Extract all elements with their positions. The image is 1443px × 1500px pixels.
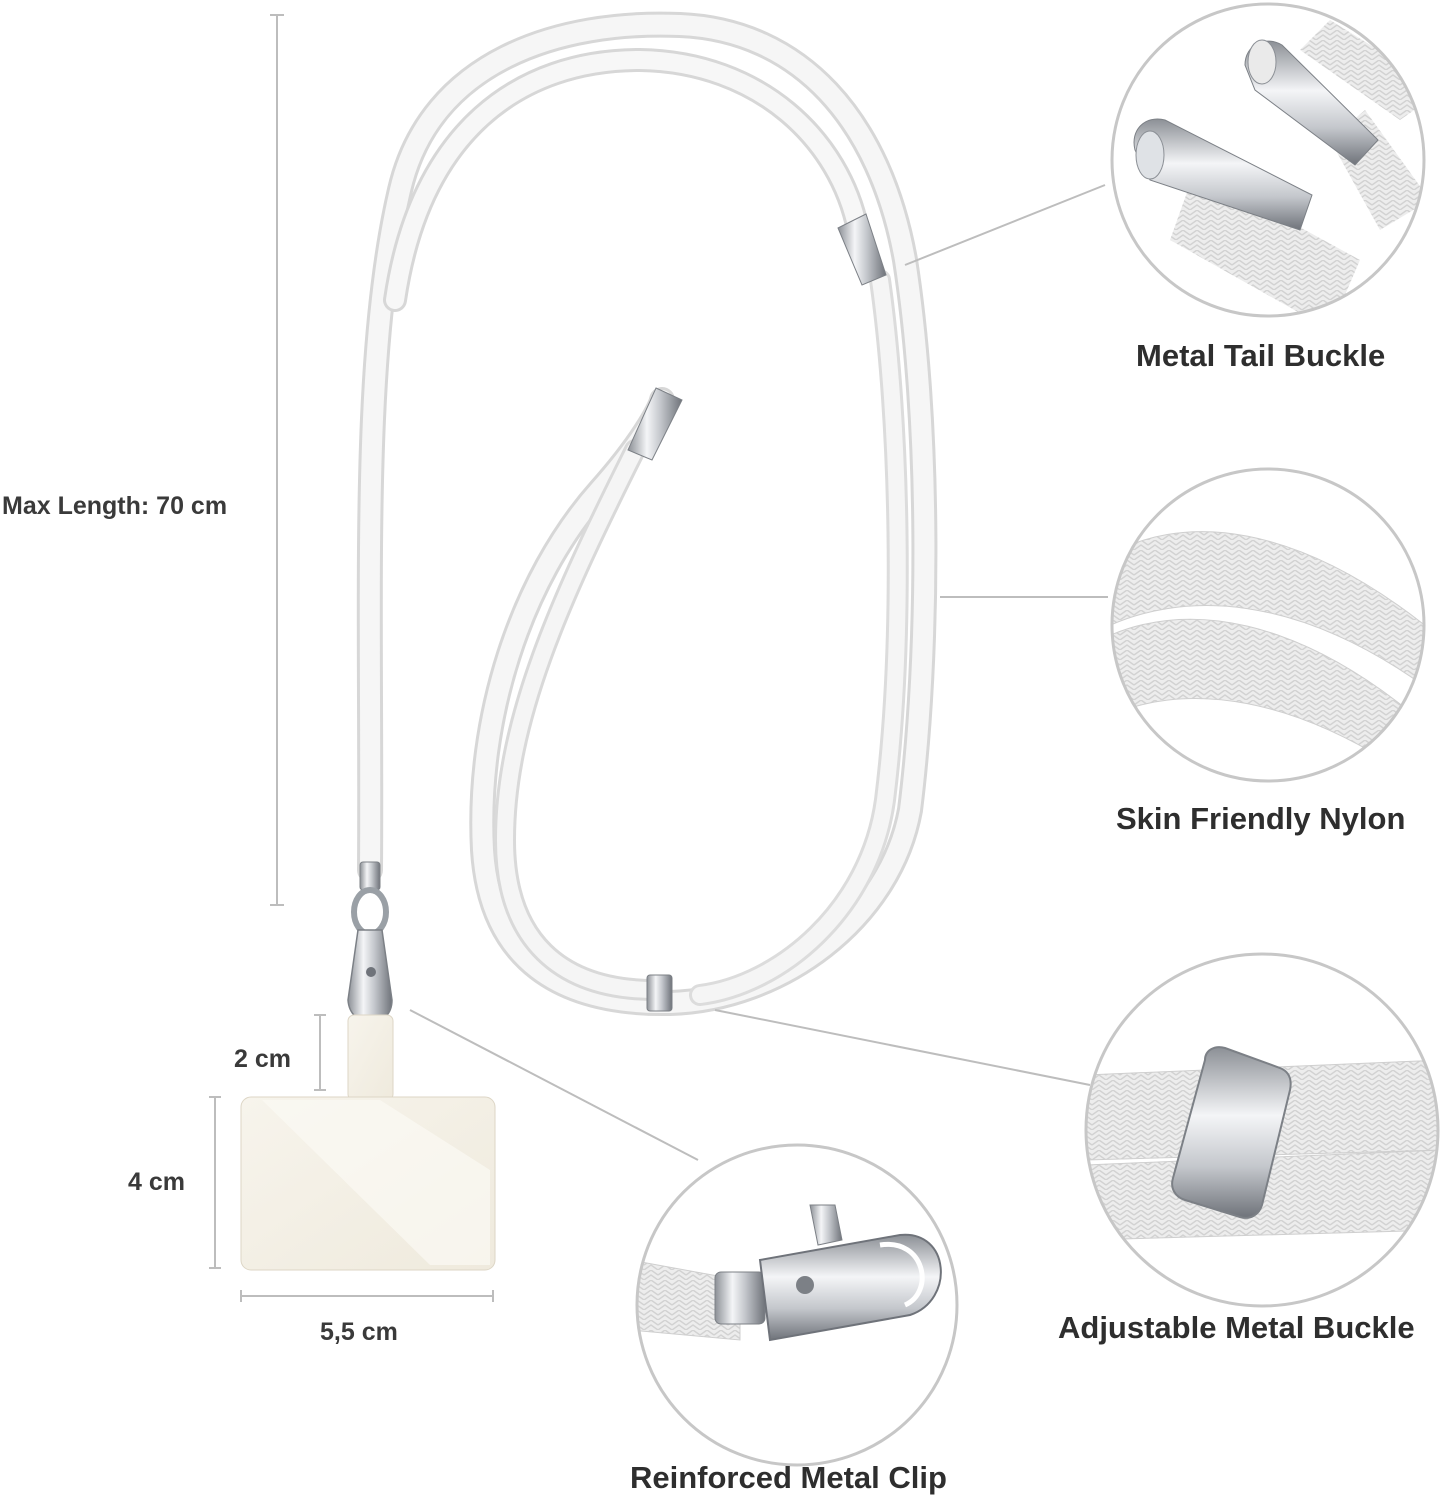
feature-nylon-label: Skin Friendly Nylon	[1116, 801, 1406, 836]
cord-adjustable-buckle	[646, 974, 673, 1012]
phone-tab	[240, 1014, 496, 1271]
lanyard-cord	[356, 11, 938, 1017]
max-length-label: Max Length: 70 cm	[2, 492, 228, 520]
cord-tail-buckle-upper	[837, 213, 887, 286]
detail-nylon	[1110, 467, 1426, 783]
length-dimension-line	[270, 14, 284, 906]
feature-adjustable-buckle-label: Adjustable Metal Buckle	[1058, 1310, 1415, 1345]
detail-tail-buckle	[1110, 2, 1426, 318]
detail-adjustable-buckle	[1084, 952, 1440, 1308]
tab-dimension-lines	[209, 1014, 494, 1302]
callout-lines	[409, 184, 1108, 1161]
feature-tail-buckle-label: Metal Tail Buckle	[1136, 338, 1386, 373]
tab-neck-height-label: 2 cm	[234, 1045, 291, 1073]
cord-tail-buckle-lower	[627, 387, 683, 461]
feature-clip-label: Reinforced Metal Clip	[630, 1460, 947, 1495]
tab-width-label: 5,5 cm	[320, 1318, 398, 1346]
detail-metal-clip	[635, 1143, 959, 1467]
tab-height-label: 4 cm	[128, 1168, 185, 1196]
